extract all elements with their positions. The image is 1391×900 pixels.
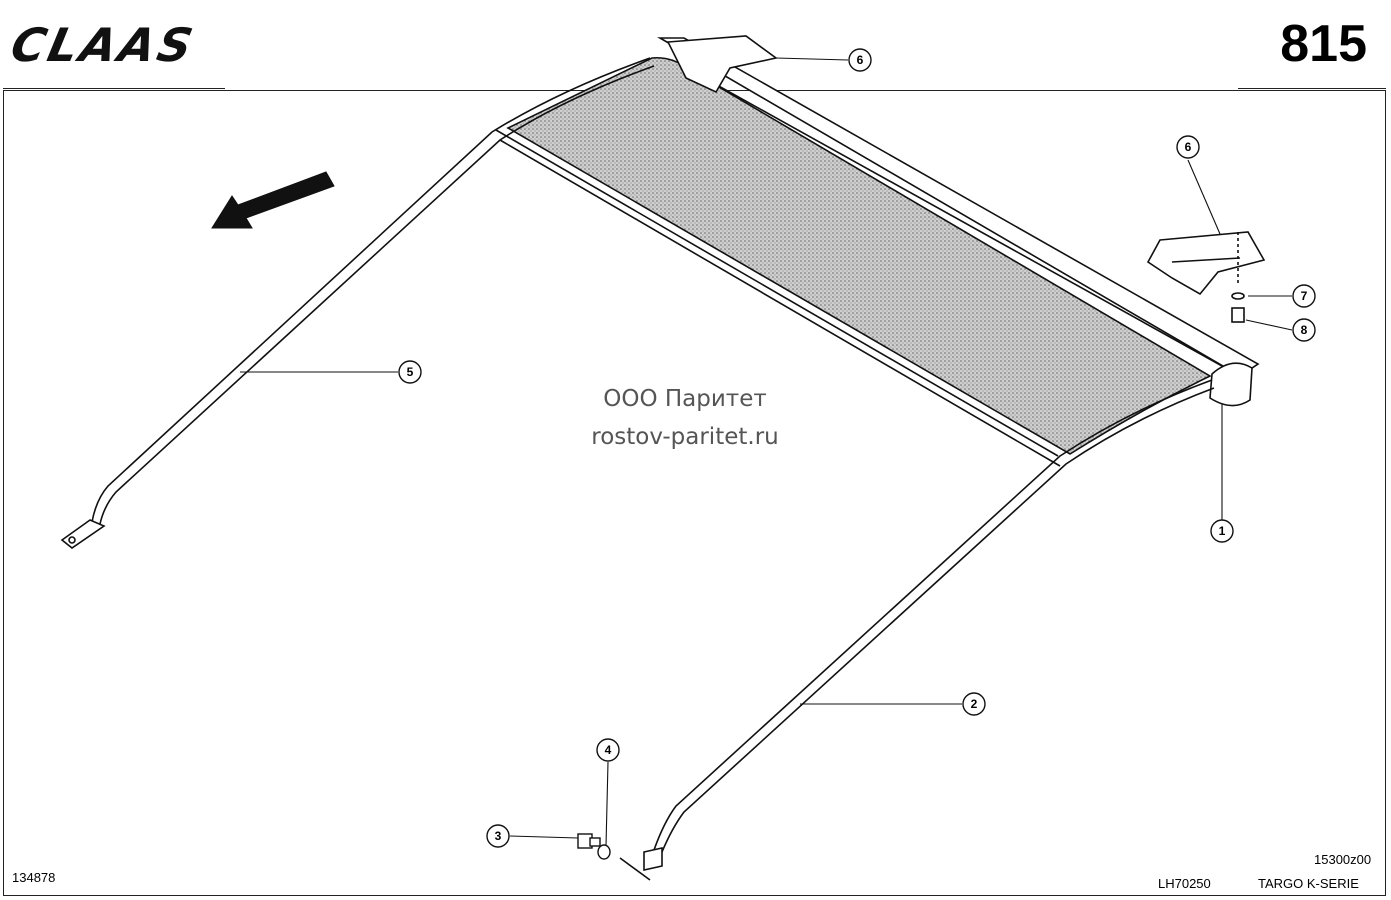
mesh-screen <box>506 56 1212 455</box>
svg-text:5: 5 <box>407 365 414 379</box>
footer-series: TARGO K-SERIE <box>1258 876 1359 891</box>
page-number: 815 <box>1280 15 1367 73</box>
leader-lines <box>240 57 1293 847</box>
watermark-company: ООО Паритет <box>603 386 767 412</box>
front-crossbar <box>495 129 1061 467</box>
callout-7: 7 <box>1292 284 1316 308</box>
bracket-top <box>666 35 778 94</box>
page-number-underline <box>1238 88 1386 89</box>
bolt-and-washer <box>577 833 611 860</box>
callout-3: 3 <box>486 824 510 848</box>
callout-1: 1 <box>1210 519 1234 543</box>
svg-text:6: 6 <box>1185 140 1192 154</box>
callout-5: 5 <box>398 360 422 384</box>
footer-right-code: 15300z00 <box>1314 852 1372 867</box>
bracket-detail <box>1146 231 1266 323</box>
footer-left-code: 134878 <box>12 870 56 885</box>
callout-6-top: 6 <box>848 48 872 72</box>
svg-text:3: 3 <box>495 829 502 843</box>
direction-arrow <box>211 171 335 229</box>
svg-text:4: 4 <box>605 743 612 757</box>
callout-8: 8 <box>1292 318 1316 342</box>
side-frame-left <box>60 57 655 549</box>
side-frame-right <box>619 379 1215 881</box>
svg-text:6: 6 <box>857 53 864 67</box>
roller-tube <box>657 37 1260 407</box>
watermark: ООО Паритет rostov-paritet.ru <box>560 380 810 456</box>
callout-4: 4 <box>596 738 620 762</box>
svg-text:2: 2 <box>971 697 978 711</box>
svg-text:8: 8 <box>1301 323 1308 337</box>
svg-text:1: 1 <box>1219 524 1226 538</box>
callout-2: 2 <box>962 692 986 716</box>
svg-text:7: 7 <box>1301 289 1308 303</box>
watermark-url: rostov-paritet.ru <box>591 424 779 450</box>
callout-6-detail: 6 <box>1176 135 1200 159</box>
footer-center-code: LH70250 <box>1158 876 1211 891</box>
logo-underline <box>3 88 225 89</box>
